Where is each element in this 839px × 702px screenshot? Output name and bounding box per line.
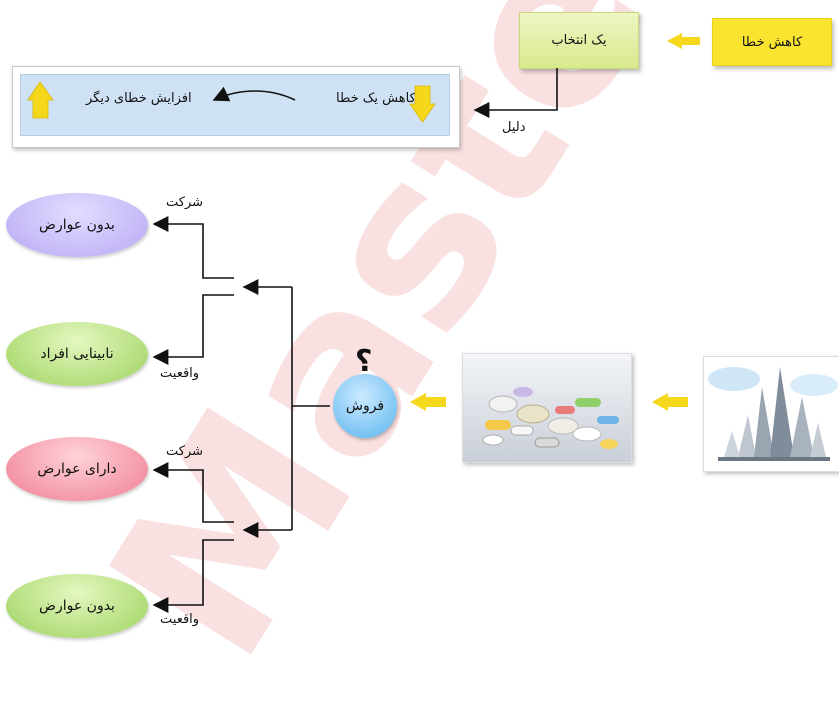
- connectors: [27, 33, 700, 613]
- reduce-error-box: کاهش خطا: [712, 18, 832, 66]
- outcome-label: دارای عوارض: [37, 461, 117, 477]
- outcome-label: بدون عوارض: [39, 598, 115, 614]
- outcome-has-side-effects: دارای عوارض: [6, 437, 148, 501]
- kind-label-company-1: شرکت: [166, 195, 204, 210]
- increase-other-error-label: افزایش خطای دیگر: [86, 91, 192, 106]
- yellow-arrow-2: [652, 393, 688, 411]
- sale-label: فروش: [345, 398, 385, 414]
- outcome-blindness: نابینایی افراد: [6, 322, 148, 386]
- city-icon: [704, 357, 839, 471]
- outcome-label: بدون عوارض: [39, 217, 115, 233]
- one-choice-box: یک انتخاب: [519, 12, 639, 69]
- kind-label-reality-1: واقعیت: [160, 366, 200, 381]
- sale-circle: فروش: [333, 374, 397, 438]
- pills-icon: [463, 354, 631, 462]
- one-choice-label: یک انتخاب: [551, 33, 607, 48]
- reduce-error-label: کاهش خطا: [741, 34, 803, 50]
- outcome-label: نابینایی افراد: [40, 346, 114, 362]
- reason-label: دلیل: [502, 120, 526, 135]
- kind-label-reality-2: واقعیت: [160, 612, 200, 627]
- pills-image: [462, 353, 632, 463]
- down-arrow-icon: [409, 85, 436, 123]
- reduce-one-error-label: کاهش یک خطا: [336, 91, 416, 106]
- outcome-no-side-effects-1: بدون عوارض: [6, 193, 148, 257]
- reason-box: [20, 74, 450, 136]
- yellow-arrow-1: [667, 33, 700, 49]
- question-mark-icon: ؟: [355, 344, 373, 379]
- kind-label-company-2: شرکت: [166, 444, 204, 459]
- city-image: [703, 356, 839, 472]
- yellow-arrow-3: [410, 393, 446, 411]
- up-arrow-icon: [27, 81, 54, 119]
- outcome-no-side-effects-2: بدون عوارض: [6, 574, 148, 638]
